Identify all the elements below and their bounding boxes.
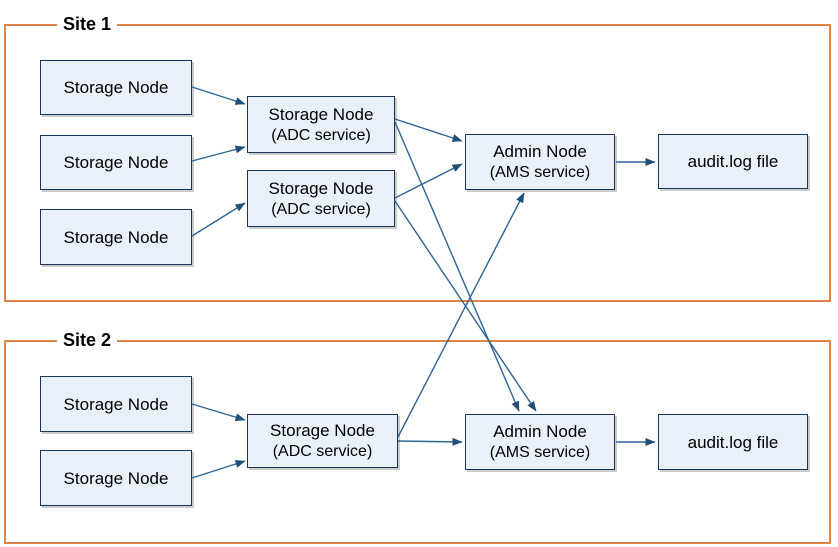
site2-audit-log-file: audit.log file: [658, 414, 808, 470]
node-label: audit.log file: [687, 432, 779, 452]
site2-label: Site 2: [57, 328, 118, 352]
node-label: Storage Node: [270, 421, 375, 440]
node-label: Storage Node: [63, 227, 169, 247]
site1-storage-node-1: Storage Node: [40, 60, 192, 115]
site2-storage-node-2: Storage Node: [40, 450, 192, 506]
site2-admin-node: Admin Node (AMS service): [465, 414, 615, 470]
node-sublabel: (AMS service): [489, 444, 591, 461]
site1-audit-log-file: audit.log file: [658, 134, 808, 189]
site2-storage-node-adc: Storage Node (ADC service): [247, 414, 398, 468]
node-label: Storage Node: [63, 78, 169, 97]
site1-storage-node-adc-2: Storage Node (ADC service): [247, 170, 395, 227]
node-label: Storage Node: [63, 468, 169, 488]
node-label: Storage Node: [63, 153, 169, 172]
node-label: Admin Node: [493, 422, 587, 441]
node-label: audit.log file: [687, 152, 779, 171]
site1-label: Site 1: [57, 12, 118, 36]
site1-storage-node-adc-1: Storage Node (ADC service): [247, 96, 395, 153]
node-sublabel: (ADC service): [272, 443, 373, 460]
node-label: Storage Node: [63, 394, 169, 414]
node-label: Admin Node: [493, 142, 587, 161]
node-sublabel: (ADC service): [271, 126, 371, 144]
node-sublabel: (ADC service): [271, 200, 371, 218]
site1-storage-node-2: Storage Node: [40, 135, 192, 190]
site2-storage-node-1: Storage Node: [40, 376, 192, 432]
site1-admin-node: Admin Node (AMS service): [465, 134, 615, 190]
node-sublabel: (AMS service): [489, 164, 591, 181]
node-label: Storage Node: [268, 178, 374, 198]
site1-storage-node-3: Storage Node: [40, 209, 192, 265]
node-label: Storage Node: [268, 104, 374, 124]
